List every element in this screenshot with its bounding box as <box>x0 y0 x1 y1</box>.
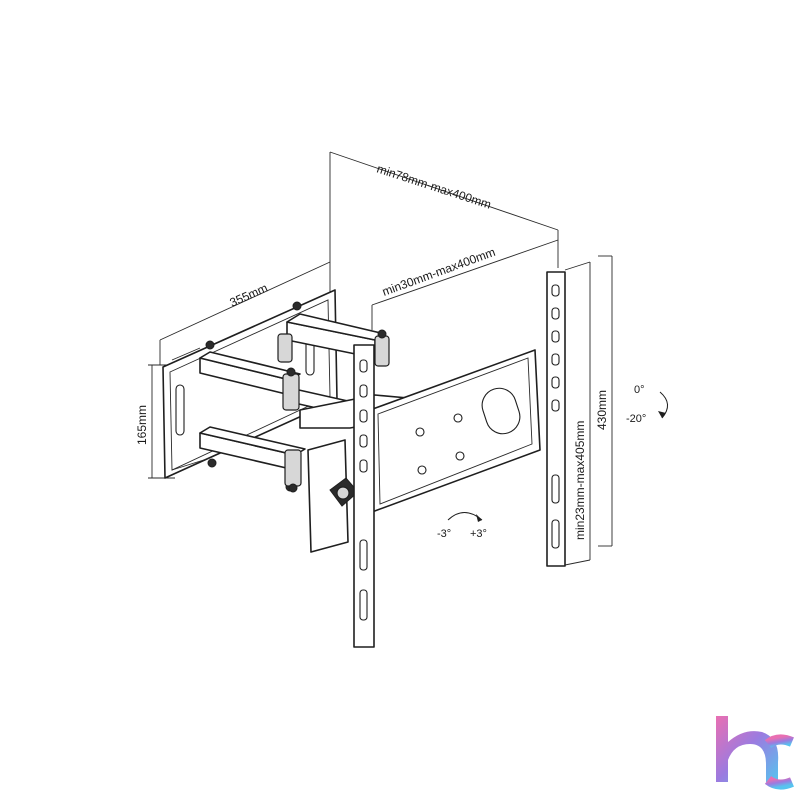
dimension-lines <box>148 151 613 566</box>
swivel-arrow <box>447 512 483 522</box>
arm-spread-label: min78mm-max400mm <box>375 162 493 212</box>
tilt-up-label: 0° <box>634 384 645 396</box>
vertical-vesa-label: min23mm-max405mm <box>573 421 587 540</box>
tilt-down-label: -20° <box>626 413 646 425</box>
swivel-left-label: -3° <box>437 528 451 540</box>
horizontal-vesa-label: min30mm-max400mm <box>380 245 497 299</box>
vesa-bracket-right <box>546 271 566 567</box>
swivel-right-label: +3° <box>470 528 487 540</box>
tilt-arrow <box>658 391 668 419</box>
depth-label: 355mm <box>228 281 270 310</box>
tilt-head <box>307 349 541 553</box>
wall-plate-height-label: 165mm <box>135 405 149 445</box>
bracket-height-label: 430mm <box>595 390 609 430</box>
brand-logo <box>716 716 794 790</box>
vesa-bracket-left <box>353 344 375 648</box>
